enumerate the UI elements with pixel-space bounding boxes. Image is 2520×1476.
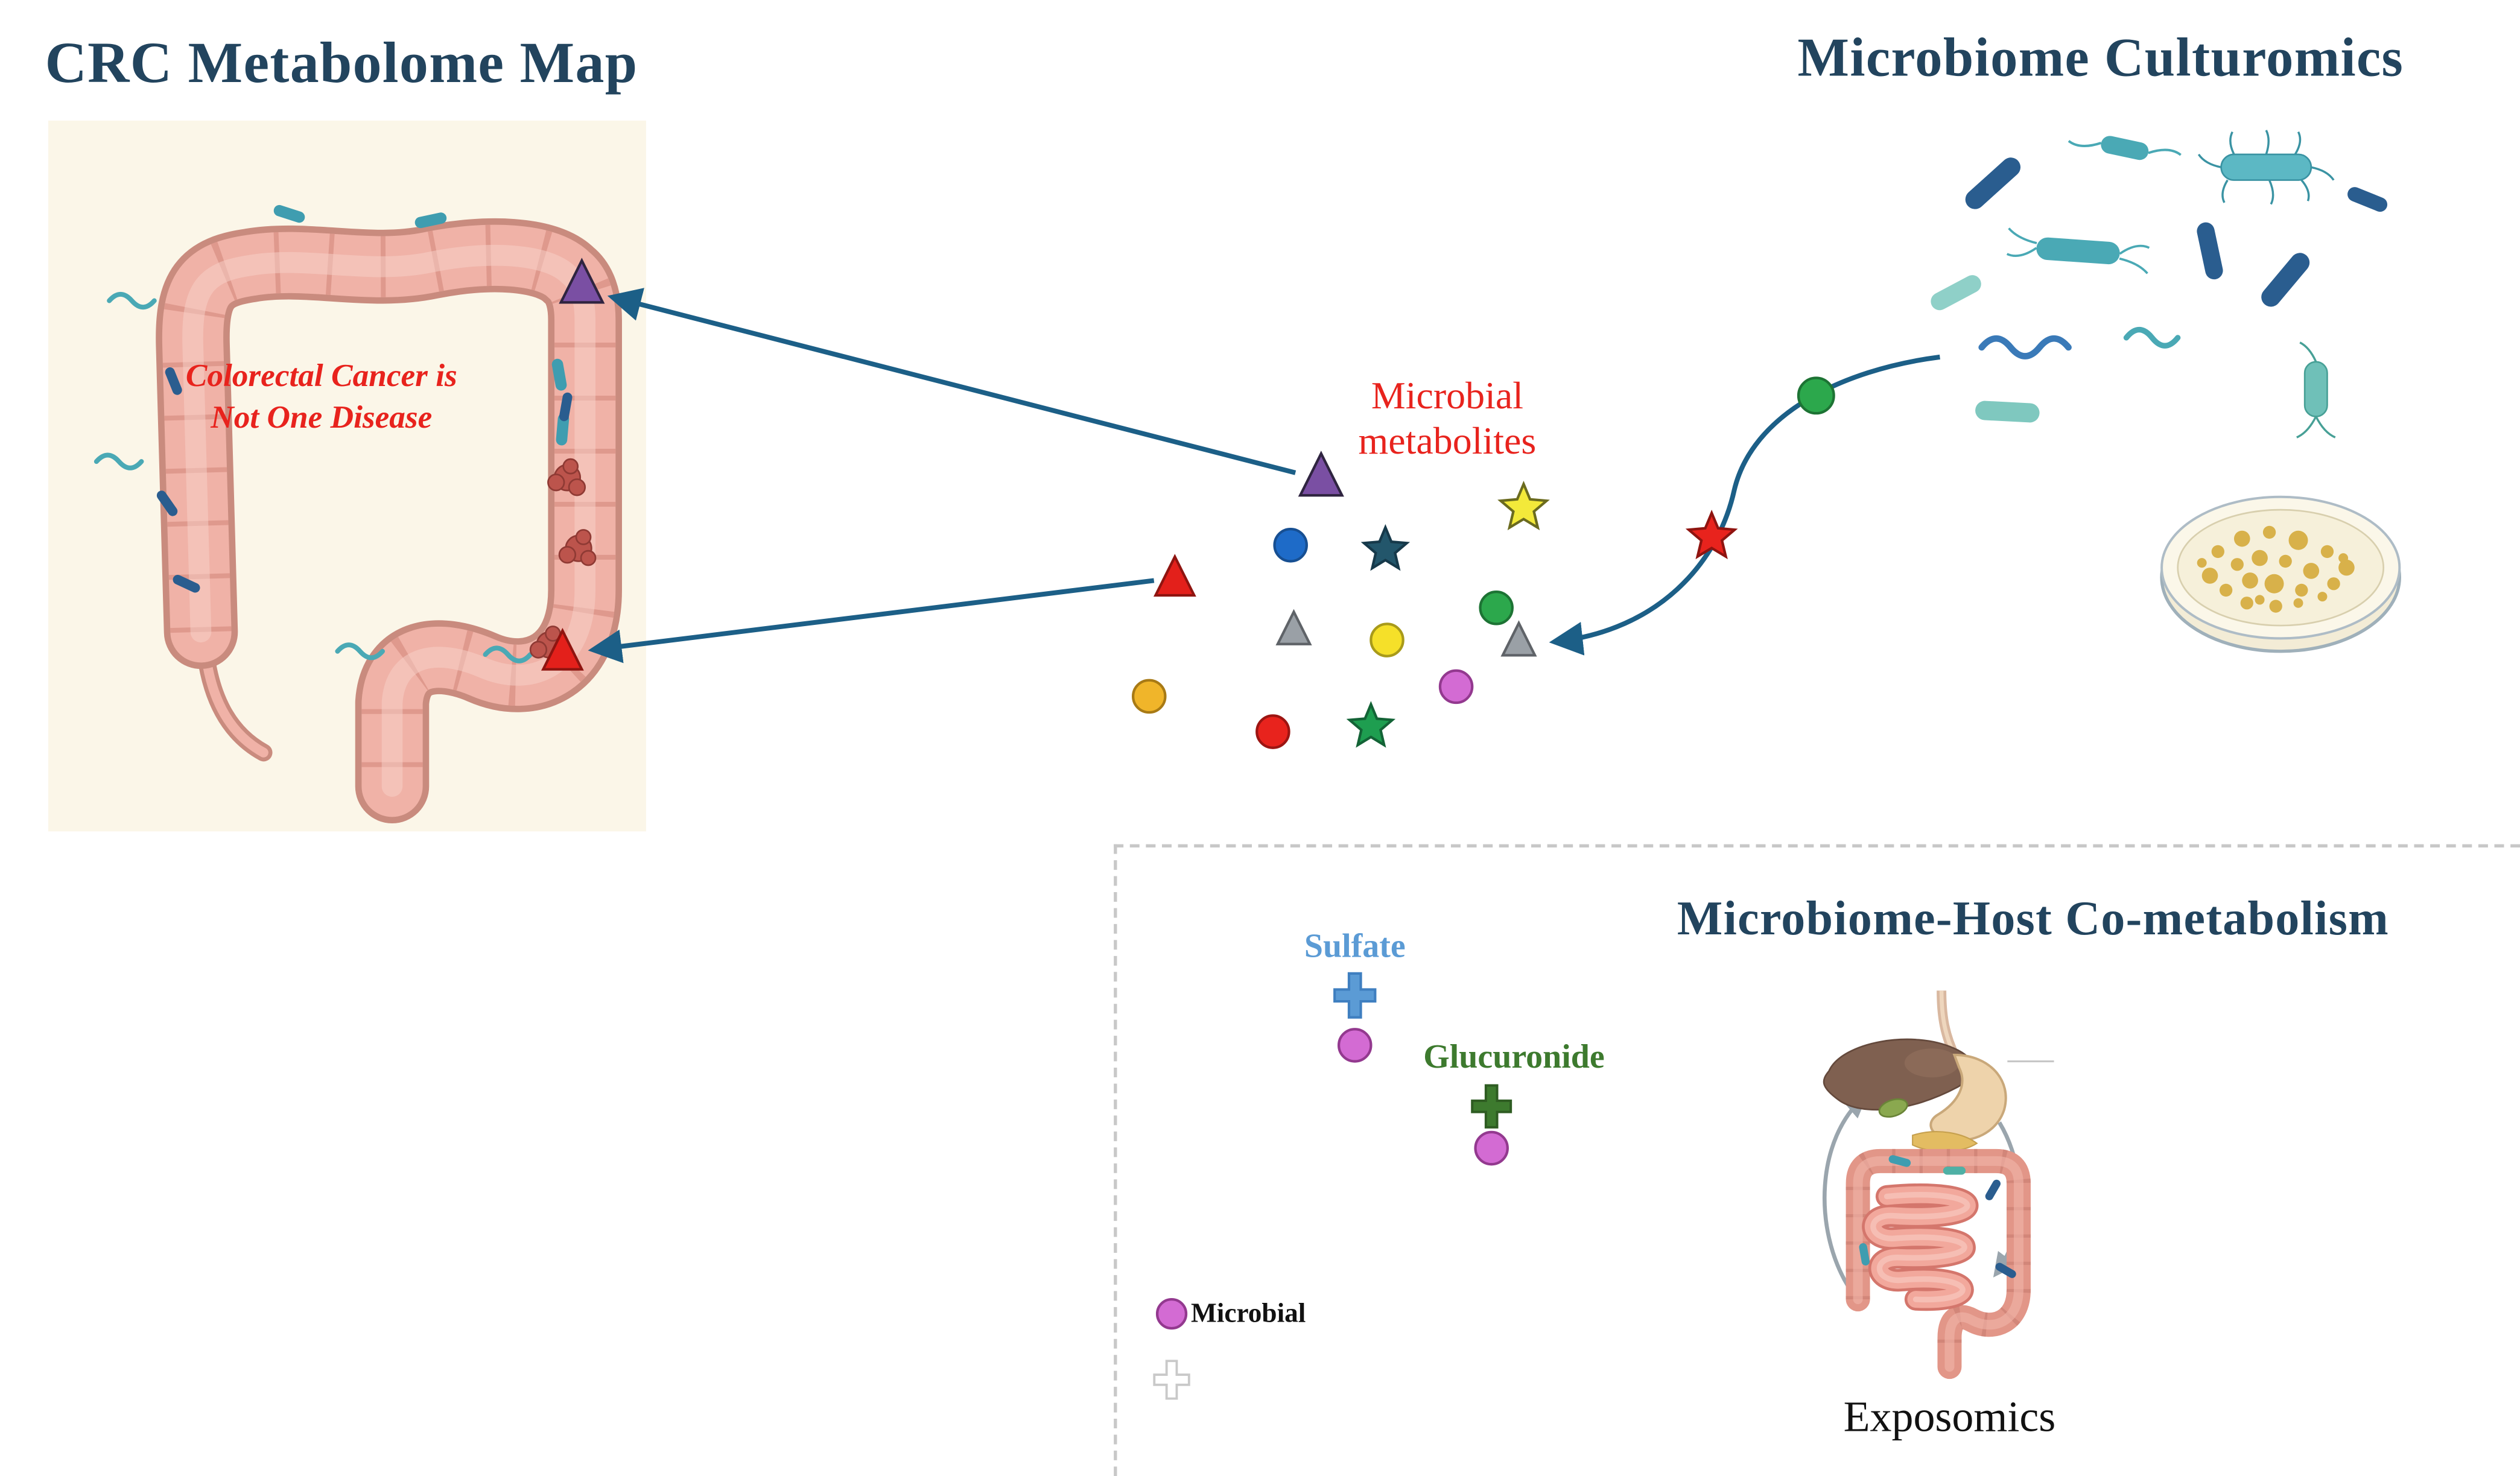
pathway-green-circle-marker xyxy=(1797,376,1835,415)
arrow-to-purple-site xyxy=(607,288,1296,475)
petri-dish-illustration xyxy=(2160,495,2402,653)
gallbladder xyxy=(1878,1098,1908,1118)
colon-caption: Colorectal Cancer is Not One Disease xyxy=(121,355,522,439)
crc-map-title: CRC Metabolome Map xyxy=(45,30,638,95)
sulfate-label: Sulfate xyxy=(1304,926,1406,965)
metabolite-teal-star xyxy=(1360,524,1411,571)
exposomics-label: Exposomics xyxy=(1843,1392,2056,1441)
colon-illustration xyxy=(94,204,622,823)
metabolite-yellow-star xyxy=(1497,480,1550,531)
colon-caption-line2: Not One Disease xyxy=(211,400,433,436)
colon-caption-line1: Colorectal Cancer is xyxy=(185,358,457,394)
glucuronide-label: Glucuronide xyxy=(1423,1037,1605,1076)
culturomics-title: Microbiome Culturomics xyxy=(1797,28,2404,89)
metabolite-green-star xyxy=(1346,701,1396,748)
gut-bacteria xyxy=(1859,1155,2016,1278)
metabolite-yellow-circle xyxy=(1369,622,1404,657)
co-metabolism-title: Microbiome-Host Co-metabolism xyxy=(1677,892,2390,946)
circulation-arrow-left xyxy=(1822,1093,1868,1288)
colon-bacteria-teal xyxy=(273,204,570,446)
metabolite-gray-triangle-target xyxy=(1500,620,1537,657)
metabolite-green-circle xyxy=(1479,590,1514,626)
co-metabolism-panel xyxy=(1114,844,2520,1476)
metabolite-blue-circle xyxy=(1273,527,1308,563)
colon-bacteria-spirals xyxy=(94,291,533,664)
metabolite-orange-circle xyxy=(1131,679,1167,714)
microbial-metabolites-line1: Microbial xyxy=(1371,376,1523,419)
metabolite-red-triangle xyxy=(1153,554,1196,597)
microbial-metabolites-label: Microbial metabolites xyxy=(1315,376,1580,465)
microbial-metabolites-line2: metabolites xyxy=(1358,420,1537,463)
colonies xyxy=(2197,525,2355,613)
metabolite-gray-triangle xyxy=(1275,609,1312,645)
crc-colon-panel: Colorectal Cancer is Not One Disease xyxy=(48,120,646,832)
metabolite-magenta-circle xyxy=(1438,669,1474,705)
legend-microbial-label: Microbial xyxy=(1191,1297,1306,1329)
arrow-culturomics-to-metabolites xyxy=(1549,354,1940,656)
bacteria-illustration xyxy=(1931,130,2388,439)
arrow-to-red-site xyxy=(588,578,1155,664)
metabolite-red-circle xyxy=(1255,714,1290,749)
digestive-system-illustration xyxy=(1822,990,2054,1379)
pathway-red-star-marker xyxy=(1685,509,1738,560)
colon-bacteria-navy xyxy=(156,367,573,593)
